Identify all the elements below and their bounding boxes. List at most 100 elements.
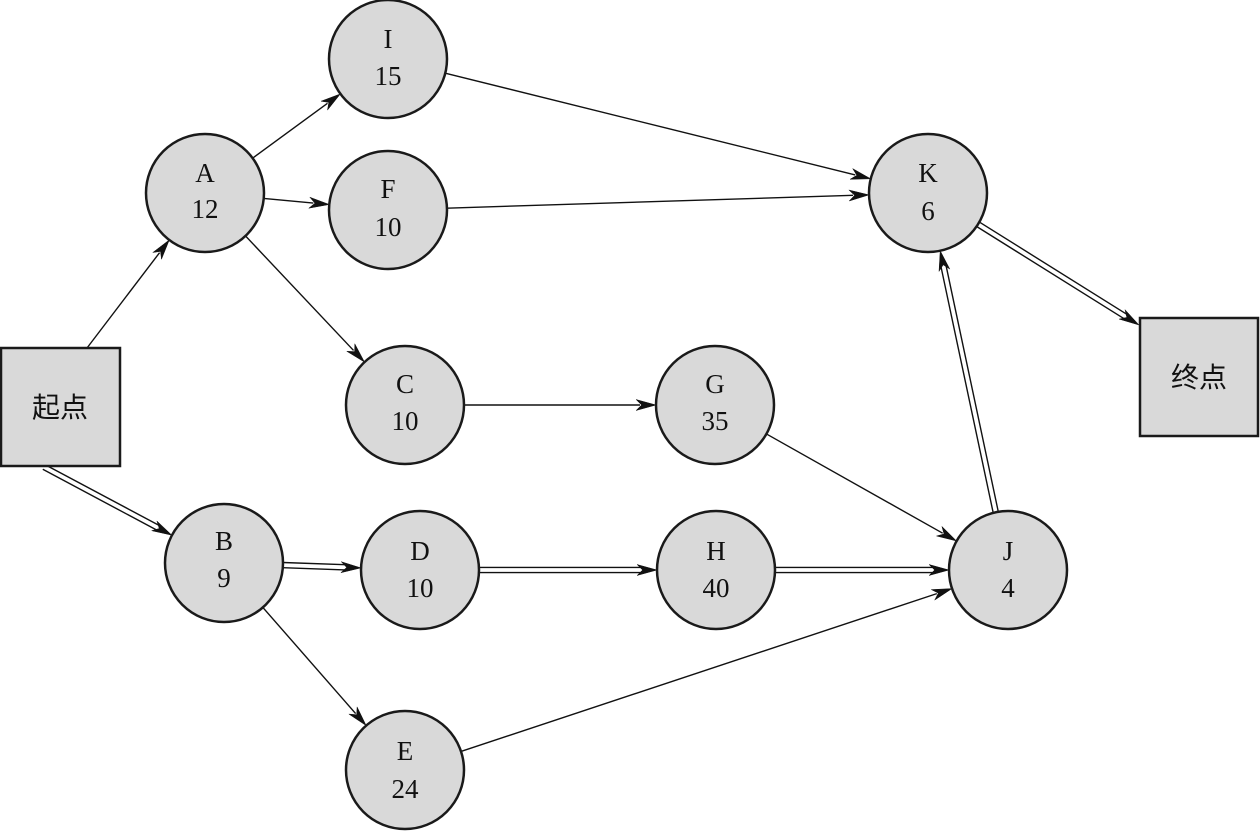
node-b: B 9 [163, 502, 285, 624]
node-a-circle [144, 132, 266, 254]
node-c-label: C [396, 369, 414, 399]
node-j-duration: 4 [1001, 573, 1015, 603]
edge-h-to-j [775, 564, 950, 576]
node-i-duration: 15 [375, 61, 402, 91]
arrowhead [930, 588, 953, 601]
edge-f-to-k [446, 189, 870, 209]
arrowhead [636, 564, 658, 576]
edge-a-to-f [263, 196, 331, 209]
edge-d-to-h [479, 564, 658, 576]
edge-e-to-j [460, 588, 953, 753]
node-f-label: F [380, 174, 395, 204]
node-a-duration: 12 [192, 194, 219, 224]
node-i: I 15 [327, 0, 449, 120]
arrowhead [849, 167, 872, 180]
node-j: J 4 [947, 509, 1069, 631]
node-d-label: D [410, 536, 430, 566]
end-node: 终点 [1138, 316, 1260, 438]
edge-line [976, 225, 1125, 320]
arrowhead [938, 249, 951, 273]
arrowhead [347, 706, 367, 727]
edge-k-to-end [976, 221, 1140, 326]
node-k-circle [867, 132, 989, 254]
node-f-duration: 10 [375, 212, 402, 242]
node-d: D 10 [359, 509, 481, 631]
edge-line [263, 197, 314, 204]
node-j-label: J [1003, 536, 1014, 566]
edge-line [44, 464, 160, 527]
arrowhead [936, 525, 958, 542]
edge-a-to-c [244, 235, 366, 363]
arrowhead [307, 196, 331, 209]
node-d-circle [359, 509, 481, 631]
edge-line [86, 252, 161, 349]
edge-a-to-i [252, 93, 342, 159]
node-e: E 24 [344, 709, 466, 831]
edge-line [766, 433, 943, 534]
node-c-circle [344, 344, 466, 466]
edge-line [460, 592, 938, 753]
start-node: 起点 [0, 346, 122, 468]
node-b-duration: 9 [217, 563, 231, 593]
node-d-duration: 10 [407, 573, 434, 603]
edge-line [446, 194, 854, 209]
edge-line [945, 265, 999, 512]
arrowhead [345, 342, 366, 363]
node-a-label: A [195, 158, 215, 188]
arrowhead [320, 93, 342, 111]
node-b-label: B [215, 526, 233, 556]
arrowhead [340, 561, 362, 574]
edge-b-to-e [262, 606, 367, 727]
node-e-label: E [397, 736, 414, 766]
node-h: H 40 [655, 509, 777, 631]
node-g: G 35 [654, 344, 776, 466]
arrowhead [151, 239, 170, 261]
node-i-circle [327, 0, 449, 120]
edge-line [283, 561, 346, 566]
edge-line [940, 266, 994, 513]
node-a: A 12 [144, 132, 266, 254]
node-c: C 10 [344, 344, 466, 466]
edge-i-to-k [445, 72, 872, 180]
node-k-label: K [918, 158, 938, 188]
end-label: 终点 [1171, 361, 1227, 394]
edge-line [244, 235, 355, 351]
node-c-duration: 10 [392, 406, 419, 436]
edge-start-to-a [86, 239, 170, 349]
node-g-circle [654, 344, 776, 466]
node-e-circle [344, 709, 466, 831]
arrowhead [1118, 308, 1140, 326]
node-b-circle [163, 502, 285, 624]
edge-j-to-k [938, 249, 999, 513]
node-k: K 6 [867, 132, 989, 254]
edge-start-to-b [42, 464, 173, 536]
node-h-circle [655, 509, 777, 631]
node-g-duration: 35 [702, 406, 729, 436]
edge-b-to-d [282, 561, 362, 574]
edge-line [42, 468, 157, 531]
arrowhead [635, 399, 657, 411]
arrowhead [151, 520, 173, 536]
edge-line [445, 72, 856, 176]
node-h-label: H [706, 536, 726, 566]
node-i-label: I [384, 24, 393, 54]
edge-line [262, 606, 357, 715]
start-box [0, 346, 122, 468]
edge-line [979, 221, 1128, 315]
edge-c-to-g [464, 399, 657, 411]
edge-line [252, 102, 328, 159]
edge-g-to-j [766, 433, 958, 542]
edges-layer [42, 72, 1140, 753]
node-j-circle [947, 509, 1069, 631]
node-k-duration: 6 [921, 196, 935, 226]
node-f: F 10 [327, 149, 449, 271]
start-label: 起点 [32, 391, 88, 424]
arrowhead [848, 189, 870, 202]
node-e-duration: 24 [392, 774, 420, 804]
end-box [1138, 316, 1260, 438]
edge-line [282, 567, 345, 571]
node-f-circle [327, 149, 449, 271]
node-h-duration: 40 [703, 573, 730, 603]
arrowhead [928, 564, 950, 576]
